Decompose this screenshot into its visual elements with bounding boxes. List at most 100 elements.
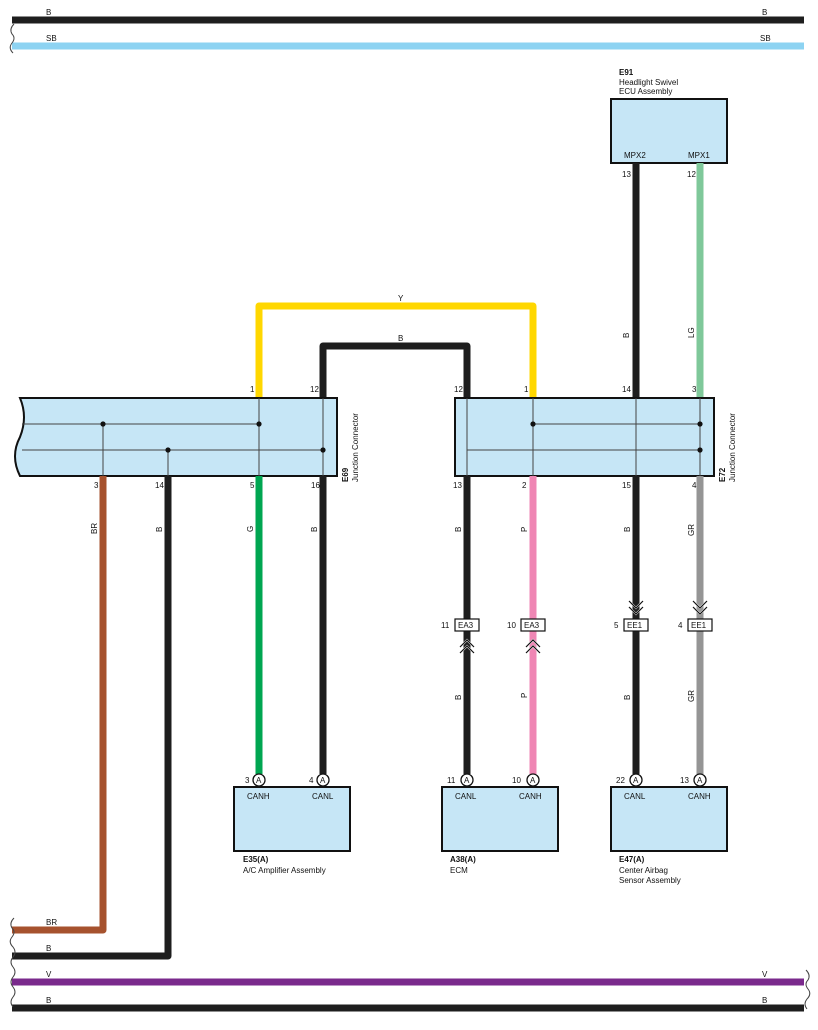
e91-pin-label-mpx2: MPX2	[624, 151, 646, 160]
wire-b14	[12, 476, 172, 960]
inline-connector-ee1-5-code: EE1	[627, 621, 643, 630]
e72-pin-14: 14	[622, 385, 631, 394]
e72-pin-4: 4	[692, 481, 697, 490]
a38-ecm: A A 11 10 CANL CANH A38(A) ECM	[441, 773, 559, 875]
bus-bottom-v-label-right: V	[762, 970, 768, 979]
e47-code: E47(A)	[619, 855, 645, 864]
e69-pin-12: 12	[310, 385, 319, 394]
a38-pin-11: 11	[447, 776, 456, 785]
e69-box	[14, 397, 338, 477]
e47-name-line1: Center Airbag	[619, 866, 668, 875]
bus-top-sb-label-right: SB	[760, 34, 771, 43]
e72-pin-13: 13	[453, 481, 462, 490]
wire-br-label: BR	[90, 523, 99, 534]
bus-bottom-v: V V	[12, 970, 804, 986]
e72-box	[454, 397, 715, 477]
e47-connector-left: A	[633, 776, 639, 785]
e72-code: E72	[718, 467, 727, 482]
e47-pin-22: 22	[616, 776, 625, 785]
e69-code: E69	[341, 467, 350, 482]
wire-mpx1-label: LG	[687, 327, 696, 338]
e35-code: E35(A)	[243, 855, 269, 864]
a38-label-canh: CANH	[519, 792, 542, 801]
inline-connector-ee1-4: EE1 4	[678, 618, 713, 632]
wire-b-top-label: B	[398, 334, 403, 343]
a38-connector-right: A	[530, 776, 536, 785]
e47-pin-13: 13	[680, 776, 689, 785]
a38-box	[441, 786, 559, 852]
e35-box	[233, 786, 351, 852]
e69-pin-1: 1	[250, 385, 255, 394]
bus-top-sb-label-left: SB	[46, 34, 57, 43]
bus-bottom-b: B B	[12, 996, 804, 1012]
wire-p-upper-label: P	[520, 527, 529, 532]
wire-mpx2-label: B	[622, 333, 631, 338]
e72-pin-12: 12	[454, 385, 463, 394]
bus-top-b-label-left: B	[46, 8, 51, 17]
inline-connector-ea3-10-code: EA3	[524, 621, 540, 630]
inline-connector-ee1-5: EE1 5	[614, 618, 649, 632]
e35-label-canh: CANH	[247, 792, 270, 801]
a38-code: A38(A)	[450, 855, 476, 864]
e35-connector-left: A	[256, 776, 262, 785]
inline-connector-ee1-4-pin: 4	[678, 621, 683, 630]
inline-connector-ee1-4-code: EE1	[691, 621, 707, 630]
e35-pin-4: 4	[309, 776, 314, 785]
chevrons-ee1-down-outline	[628, 600, 708, 615]
e72-pin-2: 2	[522, 481, 527, 490]
wire-y	[255, 302, 537, 398]
e91-pin-label-mpx1: MPX1	[688, 151, 710, 160]
wire-b13-lower-label: B	[454, 695, 463, 700]
e72-pin-15: 15	[622, 481, 631, 490]
e91-box	[610, 98, 728, 164]
inline-connector-ea3-10-pin: 10	[507, 621, 516, 630]
bus-top-b-label-right: B	[762, 8, 767, 17]
e69-pin-16: 16	[311, 481, 320, 490]
wire-b13-upper-label: B	[454, 527, 463, 532]
wire-b14-label: B	[155, 527, 164, 532]
e35-pin-3: 3	[245, 776, 250, 785]
inline-connector-ea3-11: EA3 11	[441, 618, 480, 632]
e91-ecu: E91 Headlight Swivel ECU Assembly MPX2 M…	[610, 68, 728, 179]
inline-connector-ee1-5-pin: 5	[614, 621, 619, 630]
e35-label-canl: CANL	[312, 792, 334, 801]
e72-junction-connector: 12 1 14 3 13 2 15 4 E72 Junction Connect…	[453, 385, 737, 490]
e35-ac-amplifier: A A 3 4 CANH CANL E35(A) A/C Amplifier A…	[233, 773, 351, 875]
e47-label-canh: CANH	[688, 792, 711, 801]
e69-pin-3: 3	[94, 481, 99, 490]
wire-br-bottom-label: BR	[46, 918, 57, 927]
wire-b-bottom-label: B	[46, 944, 51, 953]
bus-bottom-b-label-left: B	[46, 996, 51, 1005]
bus-top-b: B B	[12, 8, 804, 24]
wire-gr-upper-label: GR	[687, 524, 696, 536]
e72-pin-1: 1	[524, 385, 529, 394]
wire-b15-upper-label: B	[623, 527, 632, 532]
bus-break-bottom-left	[9, 917, 16, 1008]
wire-b16-label: B	[310, 527, 319, 532]
e72-pin-3: 3	[692, 385, 697, 394]
e47-label-canl: CANL	[624, 792, 646, 801]
wire-y-label: Y	[398, 294, 404, 303]
bus-bottom-v-label-left: V	[46, 970, 52, 979]
chevrons-ea3-up-outline	[459, 639, 541, 654]
e91-name-line2: ECU Assembly	[619, 87, 672, 96]
e69-pin-5: 5	[250, 481, 255, 490]
e69-junction-connector: 1 12 3 14 5 16 E69 Junction Connector	[14, 385, 360, 490]
a38-name: ECM	[450, 866, 468, 875]
e47-box	[610, 786, 728, 852]
bus-break-top	[9, 23, 15, 54]
a38-label-canl: CANL	[455, 792, 477, 801]
e69-pin-14: 14	[155, 481, 164, 490]
e72-name: Junction Connector	[728, 413, 737, 482]
e35-name: A/C Amplifier Assembly	[243, 866, 326, 875]
bus-bottom-b-label-right: B	[762, 996, 767, 1005]
wire-g-label: G	[246, 526, 255, 532]
e47-connector-right: A	[697, 776, 703, 785]
bus-break-bottom-right	[804, 969, 811, 1010]
e91-pin-13: 13	[622, 170, 631, 179]
e91-pin-12: 12	[687, 170, 696, 179]
inline-connector-ea3-11-pin: 11	[441, 621, 450, 630]
inline-connector-ea3-11-code: EA3	[458, 621, 474, 630]
e69-name: Junction Connector	[351, 413, 360, 482]
wire-br	[12, 476, 107, 934]
